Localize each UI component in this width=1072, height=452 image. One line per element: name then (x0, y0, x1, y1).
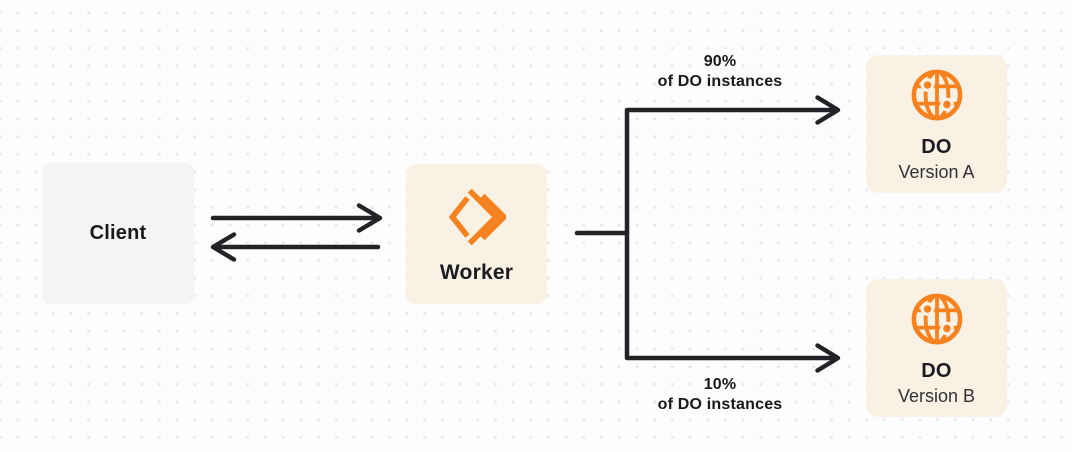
worker-node: Worker (406, 164, 547, 304)
do-b-version-label: Version B (897, 385, 976, 406)
split-bottom-arrowhead-icon (815, 343, 841, 373)
do-version-b-node: DO Version B (866, 279, 1007, 417)
do-a-version-label: Version A (898, 161, 975, 182)
client-to-worker-arrowhead-icon (356, 203, 383, 233)
globe-icon (908, 290, 966, 348)
do-b-title: DO (921, 359, 952, 382)
top-branch-percent: 90% (703, 53, 737, 70)
client-node: Client (42, 163, 194, 304)
globe-icon (908, 66, 966, 124)
client-label: Client (89, 222, 147, 244)
split-fork-line (624, 107, 838, 361)
worker-to-client-arrowhead-icon (210, 232, 237, 262)
top-branch-label: 90% of DO instances (620, 52, 820, 92)
bottom-branch-percent: 10% (703, 376, 737, 393)
bottom-branch-caption: of DO instances (657, 396, 783, 413)
cloudflare-workers-icon (448, 189, 506, 245)
split-top-arrowhead-icon (815, 95, 841, 125)
worker-label: Worker (439, 261, 514, 284)
do-a-title: DO (921, 135, 952, 158)
bottom-branch-label: 10% of DO instances (620, 375, 820, 415)
do-version-a-node: DO Version A (866, 55, 1007, 193)
top-branch-caption: of DO instances (657, 73, 783, 90)
